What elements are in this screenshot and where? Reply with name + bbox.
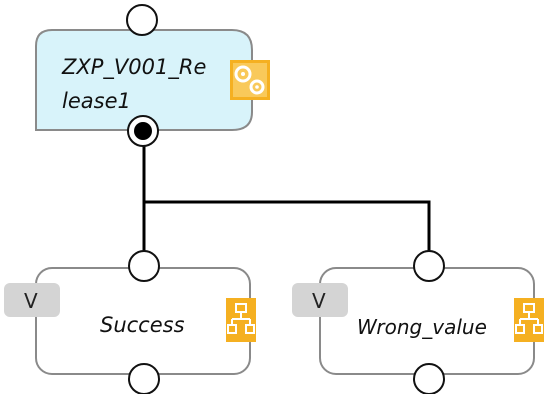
release-title-line1: ZXP_V001_Re [61, 55, 206, 80]
success-badge [4, 283, 60, 317]
success-output-port[interactable] [128, 363, 160, 394]
release-output-port-dot [134, 122, 152, 140]
wrong-value-title: Wrong_value [357, 315, 487, 339]
node-success[interactable]: V Success [4, 250, 256, 394]
hierarchy-icon [514, 298, 544, 342]
hierarchy-icon [226, 298, 256, 342]
node-wrong-value[interactable]: V Wrong_value [292, 250, 544, 394]
wrong-value-badge [292, 283, 348, 317]
success-badge-label: V [24, 289, 38, 313]
wrong-value-input-port[interactable] [413, 250, 445, 282]
success-input-port[interactable] [128, 250, 160, 282]
connector-lines [132, 130, 441, 278]
node-release[interactable]: ZXP_V001_Re lease1 [35, 4, 270, 147]
success-title: Success [100, 313, 185, 337]
release-title-line2: lease1 [62, 89, 131, 113]
release-node-body [35, 29, 253, 131]
wrong-value-badge-label: V [312, 289, 326, 313]
gears-icon [230, 60, 270, 100]
release-input-port[interactable] [126, 4, 158, 36]
wrong-value-output-port[interactable] [413, 363, 445, 394]
connector-release-to-wrong-value[interactable] [144, 200, 431, 258]
